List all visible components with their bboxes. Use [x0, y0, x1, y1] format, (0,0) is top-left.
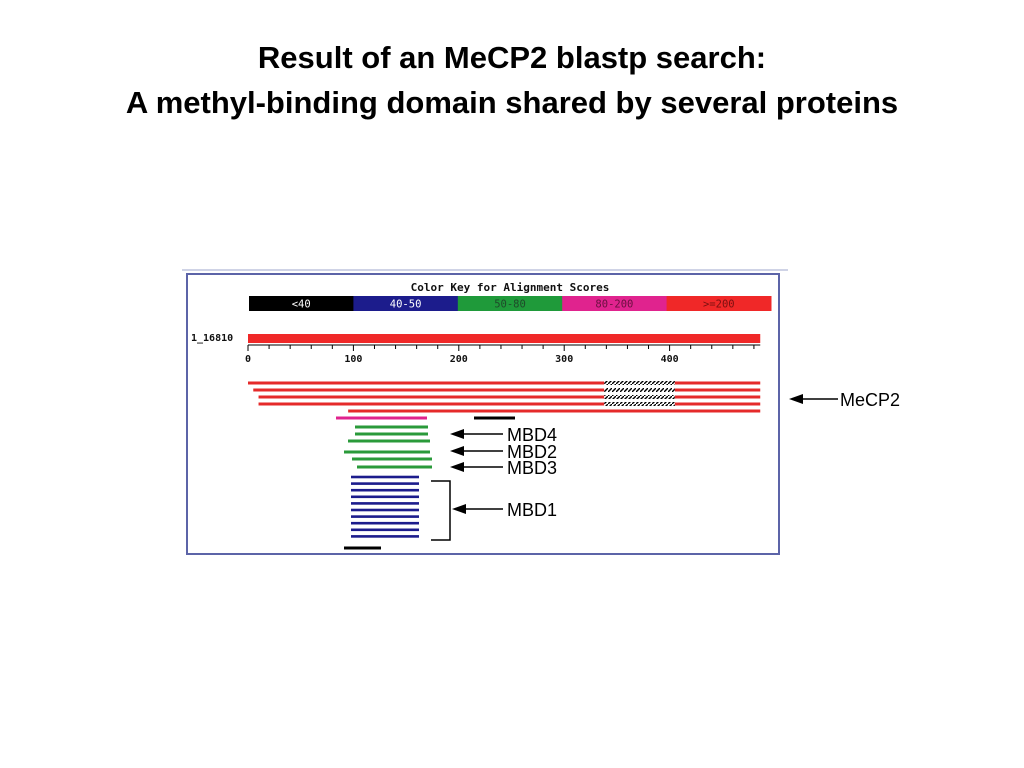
axis-tick-label: 0 [245, 354, 251, 365]
mecp2-hit [674, 388, 761, 392]
query-sequence-bar [248, 334, 761, 343]
axis-tick-label: 300 [555, 354, 573, 365]
axis-tick-label: 400 [661, 354, 679, 365]
color-key-label: 40-50 [390, 299, 422, 311]
mbd1-bracket [431, 480, 451, 541]
alignment-hits [248, 381, 761, 550]
green-hit [344, 450, 430, 454]
annotation-mbd1: MBD1 [431, 480, 557, 541]
green-hit [355, 432, 428, 436]
navy-hit [351, 508, 419, 512]
black-hit [344, 546, 381, 550]
navy-hit [351, 528, 419, 532]
color-key-label: 80-200 [595, 299, 633, 311]
annotation-mbd2: MBD2 [450, 442, 557, 462]
mbd4-label: MBD4 [507, 425, 557, 445]
annotation-mecp2: MeCP2 [789, 390, 900, 410]
navy-hit [351, 535, 419, 538]
color-key-label: 50-80 [494, 299, 526, 311]
green-hit [355, 425, 428, 429]
axis-tick-label: 100 [344, 354, 362, 365]
slide-title-line-1: Result of an MeCP2 blastp search: [257, 40, 767, 75]
slide-title-line-2: A methyl-binding domain shared by severa… [125, 85, 899, 120]
color-key-title: Color Key for Alignment Scores [411, 281, 610, 294]
color-key-legend: <40 40-50 50-80 80-200 >=200 [249, 296, 772, 311]
mecp2-arrowhead [789, 394, 803, 404]
navy-hit [351, 515, 419, 518]
mecp2-hit [248, 381, 605, 385]
mecp2-hit [674, 395, 761, 399]
axis-tick-label: 200 [450, 354, 468, 365]
navy-hit [351, 502, 419, 505]
mecp2-hit-gap [604, 388, 675, 392]
navy-hit [351, 475, 419, 479]
mecp2-hit-gap [604, 395, 675, 399]
green-hit [357, 465, 432, 469]
color-key-label: <40 [292, 299, 311, 311]
navy-hit [351, 488, 419, 492]
color-key-swatch [666, 296, 772, 311]
color-key-swatch [249, 296, 354, 311]
mecp2-hit [253, 388, 605, 392]
mbd3-arrowhead [450, 462, 464, 472]
annotation-mbd3: MBD3 [450, 458, 557, 478]
mecp2-hit [258, 402, 605, 406]
mecp2-label: MeCP2 [840, 390, 900, 410]
mbd2-arrowhead [450, 446, 464, 456]
mecp2-hit-gap [604, 402, 675, 406]
navy-hit [351, 521, 419, 525]
navy-hit [351, 495, 419, 499]
mbd3-label: MBD3 [507, 458, 557, 478]
color-key-swatch [457, 296, 563, 311]
query-label: 1_16810 [191, 333, 233, 344]
color-key-swatch [562, 296, 668, 311]
green-hit [352, 457, 432, 461]
query-axis: 0 100 200 300 400 [245, 344, 761, 365]
annotation-mbd4: MBD4 [450, 425, 557, 445]
color-key-label: >=200 [703, 299, 735, 311]
mecp2-hit [674, 402, 761, 406]
mecp2-hit [674, 381, 761, 385]
mbd1-label: MBD1 [507, 500, 557, 520]
mbd2-label: MBD2 [507, 442, 557, 462]
mecp2-hit [348, 409, 761, 413]
mbd1-arrowhead [452, 504, 466, 514]
mecp2-hit-gap [604, 381, 675, 385]
color-key-swatch [353, 296, 459, 311]
mbd4-arrowhead [450, 429, 464, 439]
figure-frame [186, 273, 780, 555]
black-hit [474, 416, 515, 420]
green-hit [348, 439, 430, 443]
mecp2-hit [258, 395, 605, 399]
navy-hit [351, 482, 419, 485]
pink-hit [336, 416, 427, 420]
